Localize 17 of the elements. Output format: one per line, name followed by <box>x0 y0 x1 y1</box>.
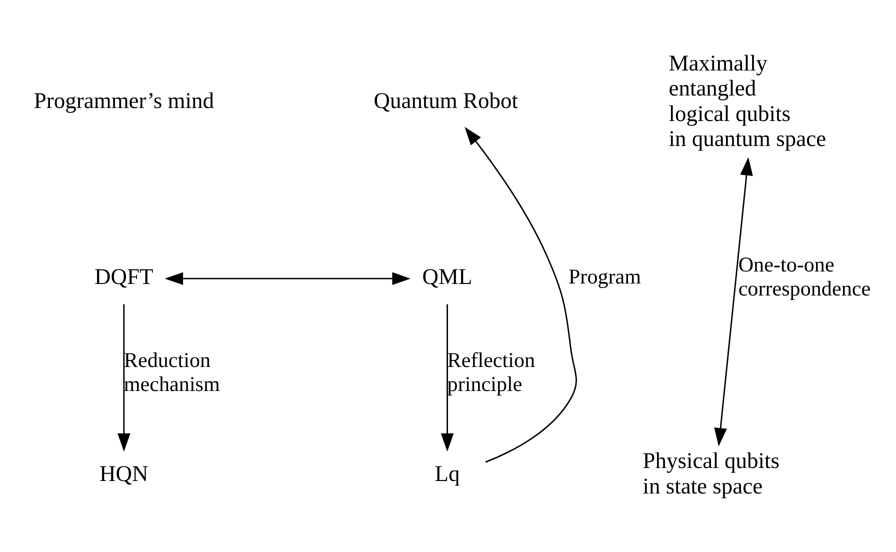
node-text: HQN <box>100 460 148 486</box>
arrow <box>714 156 753 446</box>
edge-label: One-to-one correspondence <box>738 252 871 300</box>
arrow <box>164 272 411 284</box>
edge-label: Program <box>568 264 642 288</box>
edge-label: Reflection principle <box>447 348 536 396</box>
node-text: DQFT <box>94 263 154 288</box>
node-text: Lq <box>434 460 460 486</box>
arrow <box>440 304 454 452</box>
node-text: Quantum Robot <box>374 88 518 113</box>
node-text: Physical qubits in state space <box>642 448 780 498</box>
node-text: QML <box>422 263 472 288</box>
arrow <box>464 126 577 462</box>
label: Programmer’s mind <box>34 88 214 113</box>
node-text: Maximally entangled logical qubits in quantum space <box>668 50 826 151</box>
edge-label: Reduction mechanism <box>124 348 220 396</box>
arrow <box>118 304 130 452</box>
